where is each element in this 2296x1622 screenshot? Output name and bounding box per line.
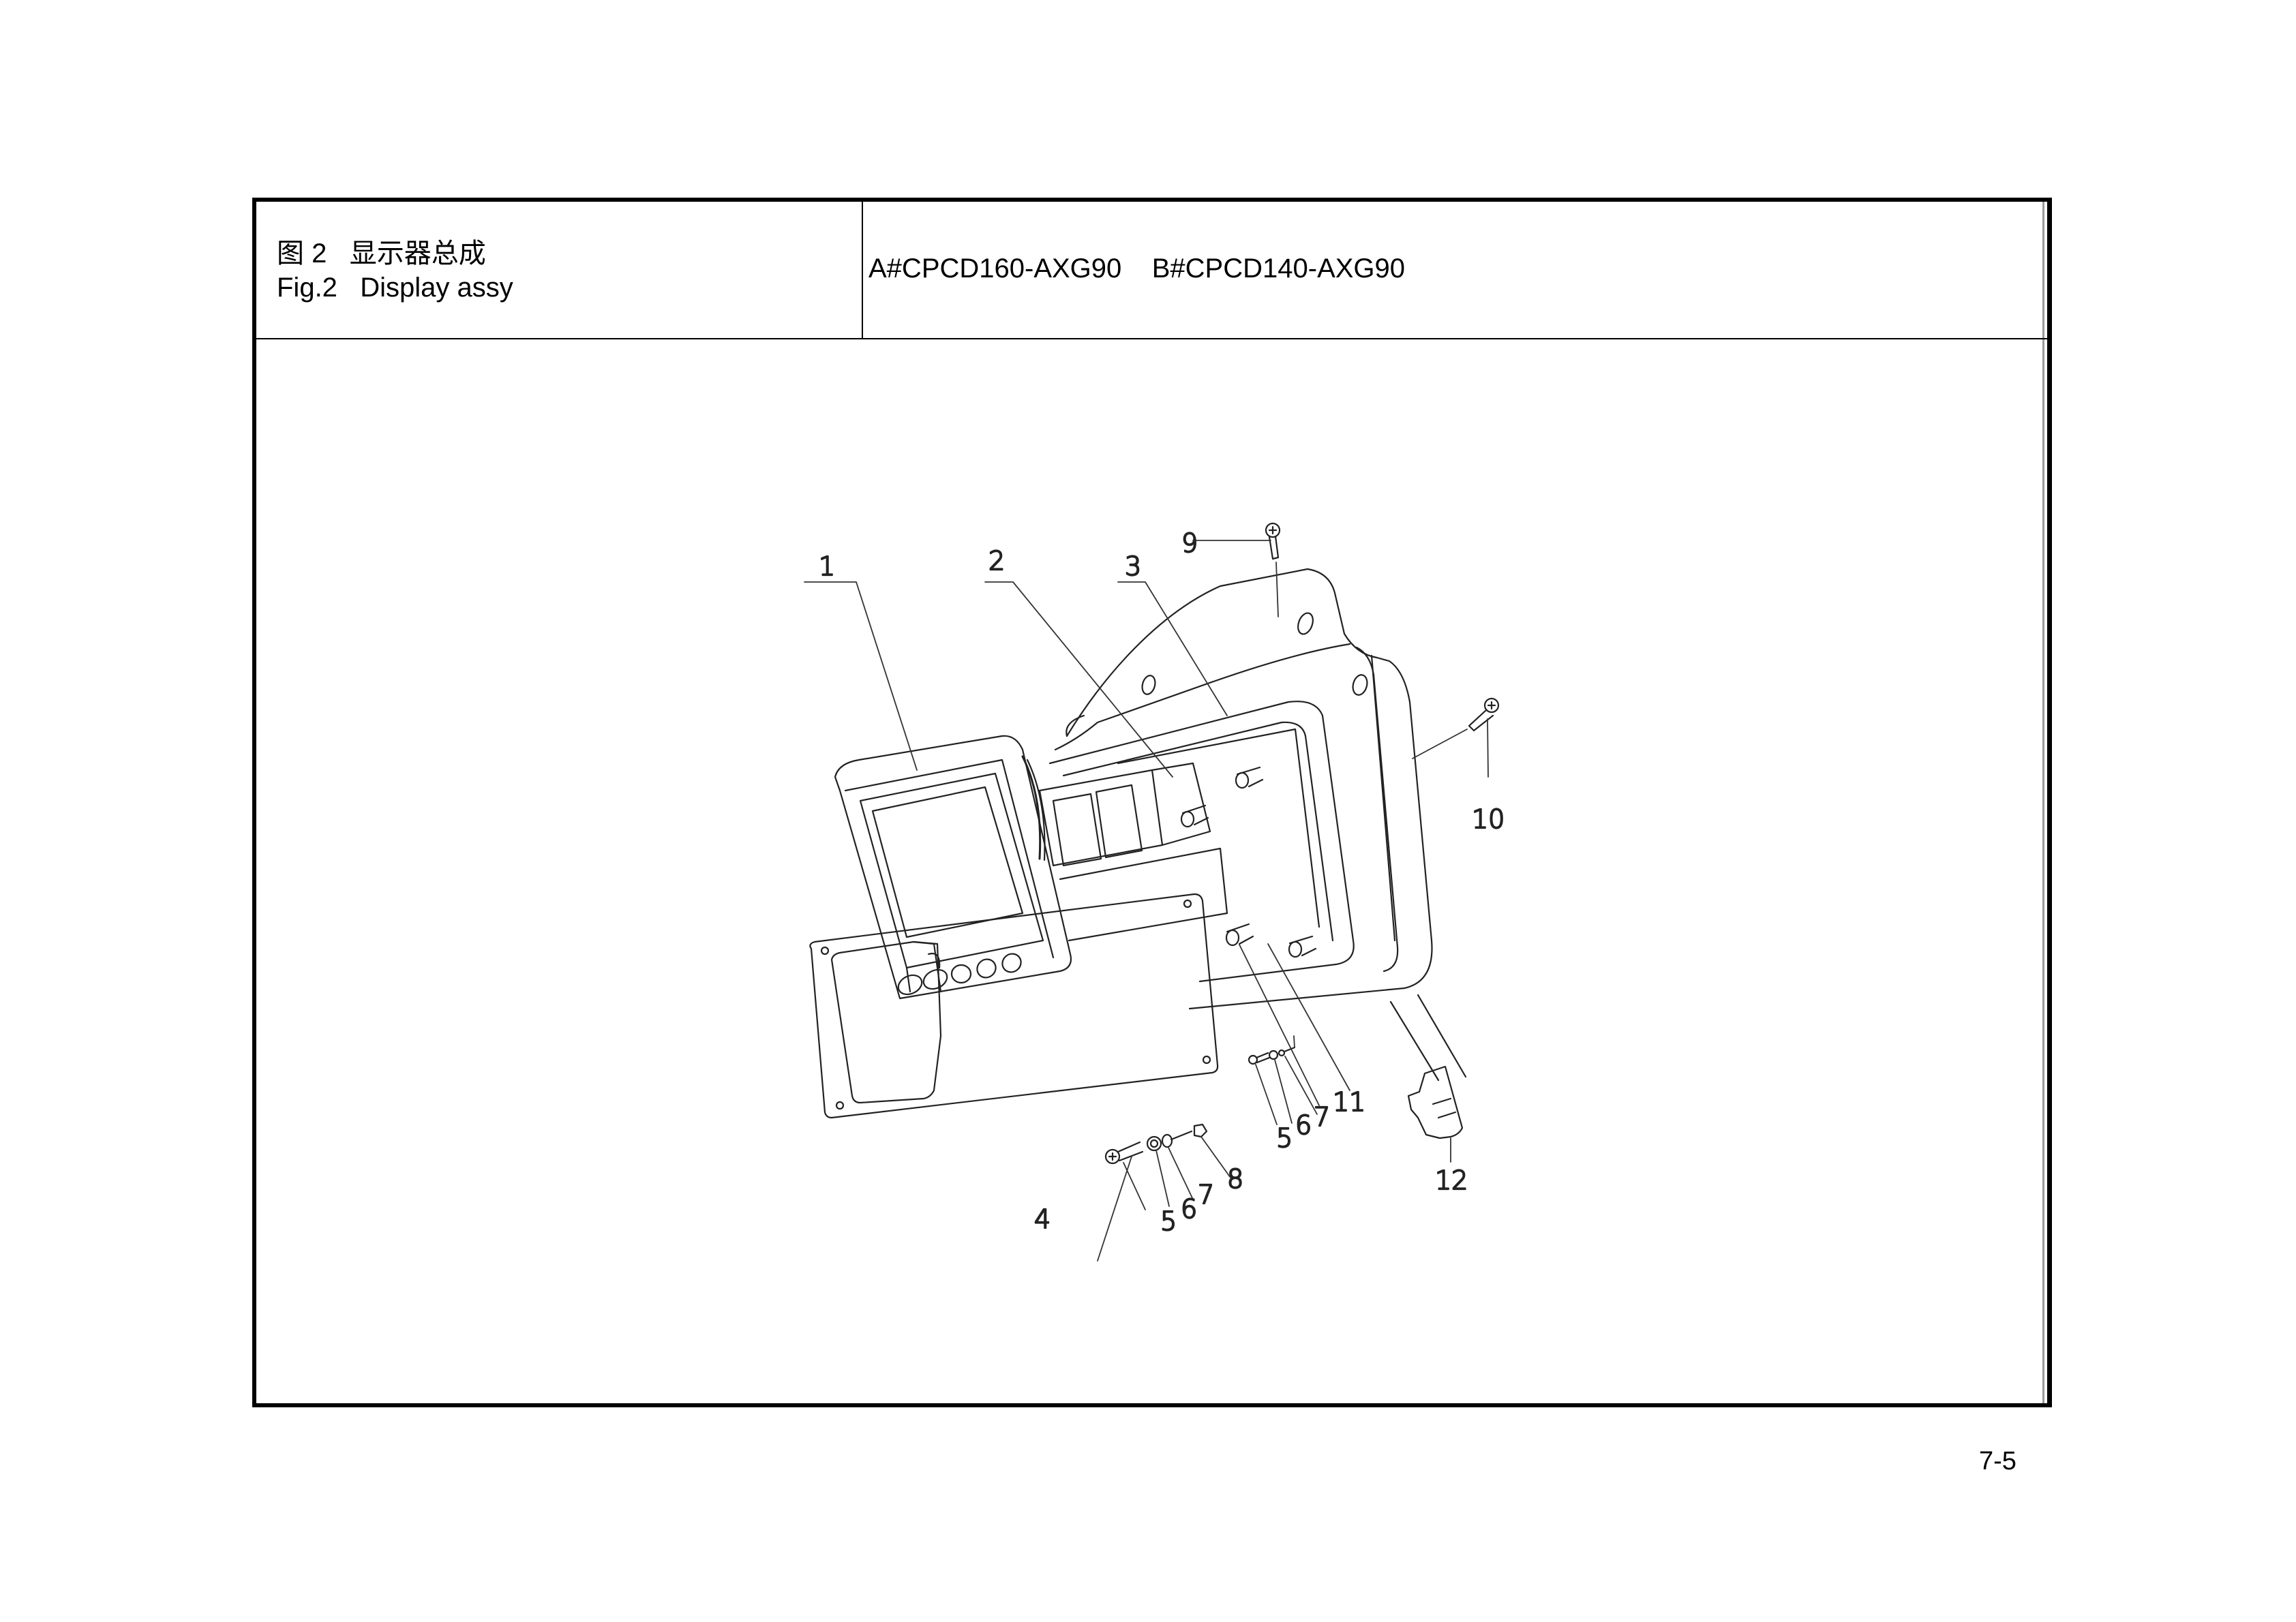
screw-washer-set-upper (1248, 1046, 1296, 1065)
bracket-part-2 (1038, 762, 1228, 942)
screw-washer-nut-set-lower (1104, 1123, 1208, 1165)
callout-6-upper: 6 (1295, 1110, 1312, 1140)
callout-3: 3 (1125, 551, 1141, 581)
callout-12: 12 (1435, 1165, 1468, 1195)
figure-title-chinese: 图 2 显示器总成 (277, 239, 486, 269)
callout-4: 4 (1034, 1204, 1051, 1234)
figure-header: 图 2 显示器总成 Fig.2 Display assy A#CPCD160-A… (256, 202, 2047, 339)
model-numbers: A#CPCD160-AXG90 B#CPCD140-AXG90 (868, 254, 1406, 284)
callout-1: 1 (819, 551, 835, 581)
display-assembly-illustration: 1 2 3 4 5 6 7 8 5 6 7 9 10 11 12 (804, 522, 1506, 1261)
screw-part-10 (1468, 697, 1500, 732)
callout-8: 8 (1227, 1164, 1243, 1194)
callout-5-lower: 5 (1160, 1206, 1177, 1236)
connector-part-12 (1407, 1065, 1464, 1139)
callout-6-lower: 6 (1181, 1194, 1197, 1224)
callout-labels: 1 2 3 4 5 6 7 8 5 6 7 9 10 11 12 (818, 527, 1506, 1237)
cover-plate-part-4 (809, 893, 1219, 1119)
callout-5-upper: 5 (1276, 1123, 1293, 1153)
callout-7-upper: 7 (1314, 1102, 1330, 1132)
model-applicability-cell: A#CPCD160-AXG90 B#CPCD140-AXG90 (863, 202, 2047, 338)
mounting-boss (1180, 766, 1317, 958)
page-number: 7-5 (1979, 1447, 2016, 1475)
callout-10: 10 (1472, 804, 1505, 834)
screw-part-9 (1265, 522, 1281, 560)
rear-housing-part-3 (1048, 568, 1467, 1082)
figure-title-cell: 图 2 显示器总成 Fig.2 Display assy (256, 202, 863, 338)
frame-double-rule (2042, 202, 2044, 1403)
figure-frame: 图 2 显示器总成 Fig.2 Display assy A#CPCD160-A… (252, 198, 2052, 1407)
callout-7-lower: 7 (1198, 1180, 1214, 1210)
display-unit-part-1 (834, 735, 1072, 1000)
callout-2: 2 (988, 546, 1005, 576)
leader-lines (804, 540, 1489, 1261)
callout-11: 11 (1333, 1087, 1365, 1117)
exploded-view-drawing: 1 2 3 4 5 6 7 8 5 6 7 9 10 11 12 (256, 338, 2047, 1403)
callout-9: 9 (1181, 528, 1198, 558)
figure-title-english: Fig.2 Display assy (277, 273, 513, 303)
